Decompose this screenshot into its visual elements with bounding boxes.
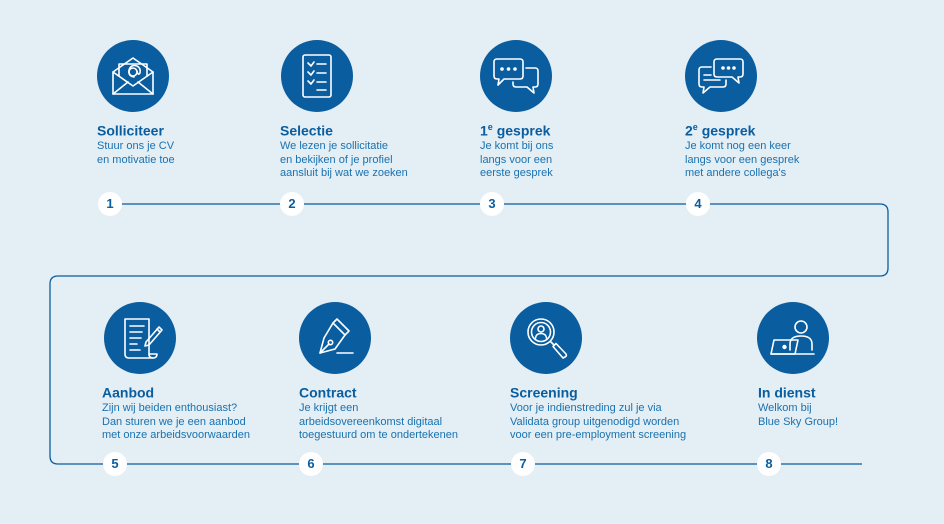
step-4-number: 4 xyxy=(686,192,710,216)
step-3-description: Je komt bij ons langs voor een eerste ge… xyxy=(480,140,554,179)
step-7-title: Screening xyxy=(510,384,578,401)
step-2-number: 2 xyxy=(280,192,304,216)
step-6-title: Contract xyxy=(299,384,357,401)
step-1-title: Solliciteer xyxy=(97,122,164,139)
step-4-icon xyxy=(685,40,757,112)
magnifier-person-icon xyxy=(527,318,568,359)
step-8-number: 8 xyxy=(757,452,781,476)
step-6-description: Je krijgt een arbeidsovereenkomst digita… xyxy=(299,402,459,441)
envelope-icon xyxy=(112,57,154,95)
step-7-icon xyxy=(510,302,582,374)
step-7-number: 7 xyxy=(511,452,535,476)
step-8-description: Welkom bij Blue Sky Group! xyxy=(758,402,839,428)
step-5-description: Zijn wij beiden enthousiast? Dan sturen … xyxy=(102,402,250,441)
step-3-title: 1e gesprek xyxy=(480,122,551,139)
step-7-description: Voor je indienstreding zul je via Valida… xyxy=(510,402,687,441)
step-8-title: In dienst xyxy=(758,384,816,401)
step-4-description: Je komt nog een keer langs voor een gesp… xyxy=(685,140,800,179)
step-1-description: Stuur ons je CV en motivatie toe xyxy=(97,140,175,166)
chat-bubbles-icon xyxy=(698,58,744,94)
step-4-title: 2e gesprek xyxy=(685,122,756,139)
person-laptop-icon xyxy=(770,320,815,355)
step-3-number: 3 xyxy=(480,192,504,216)
document-pen-icon xyxy=(124,318,163,359)
step-3-icon xyxy=(480,40,552,112)
checklist-icon xyxy=(302,54,332,98)
chat-bubbles-icon xyxy=(493,58,539,94)
step-6-icon xyxy=(299,302,371,374)
step-2-title: Selectie xyxy=(280,122,333,139)
step-2-icon xyxy=(281,40,353,112)
step-1-icon xyxy=(97,40,169,112)
step-6-number: 6 xyxy=(299,452,323,476)
step-5-title: Aanbod xyxy=(102,384,155,401)
step-5-icon xyxy=(104,302,176,374)
fountain-pen-icon xyxy=(319,318,354,354)
step-8-icon xyxy=(757,302,829,374)
step-2-description: We lezen je sollicitatie en bekijken of … xyxy=(280,140,408,179)
step-1-number: 1 xyxy=(98,192,122,216)
step-5-number: 5 xyxy=(103,452,127,476)
connector-line xyxy=(49,203,889,465)
